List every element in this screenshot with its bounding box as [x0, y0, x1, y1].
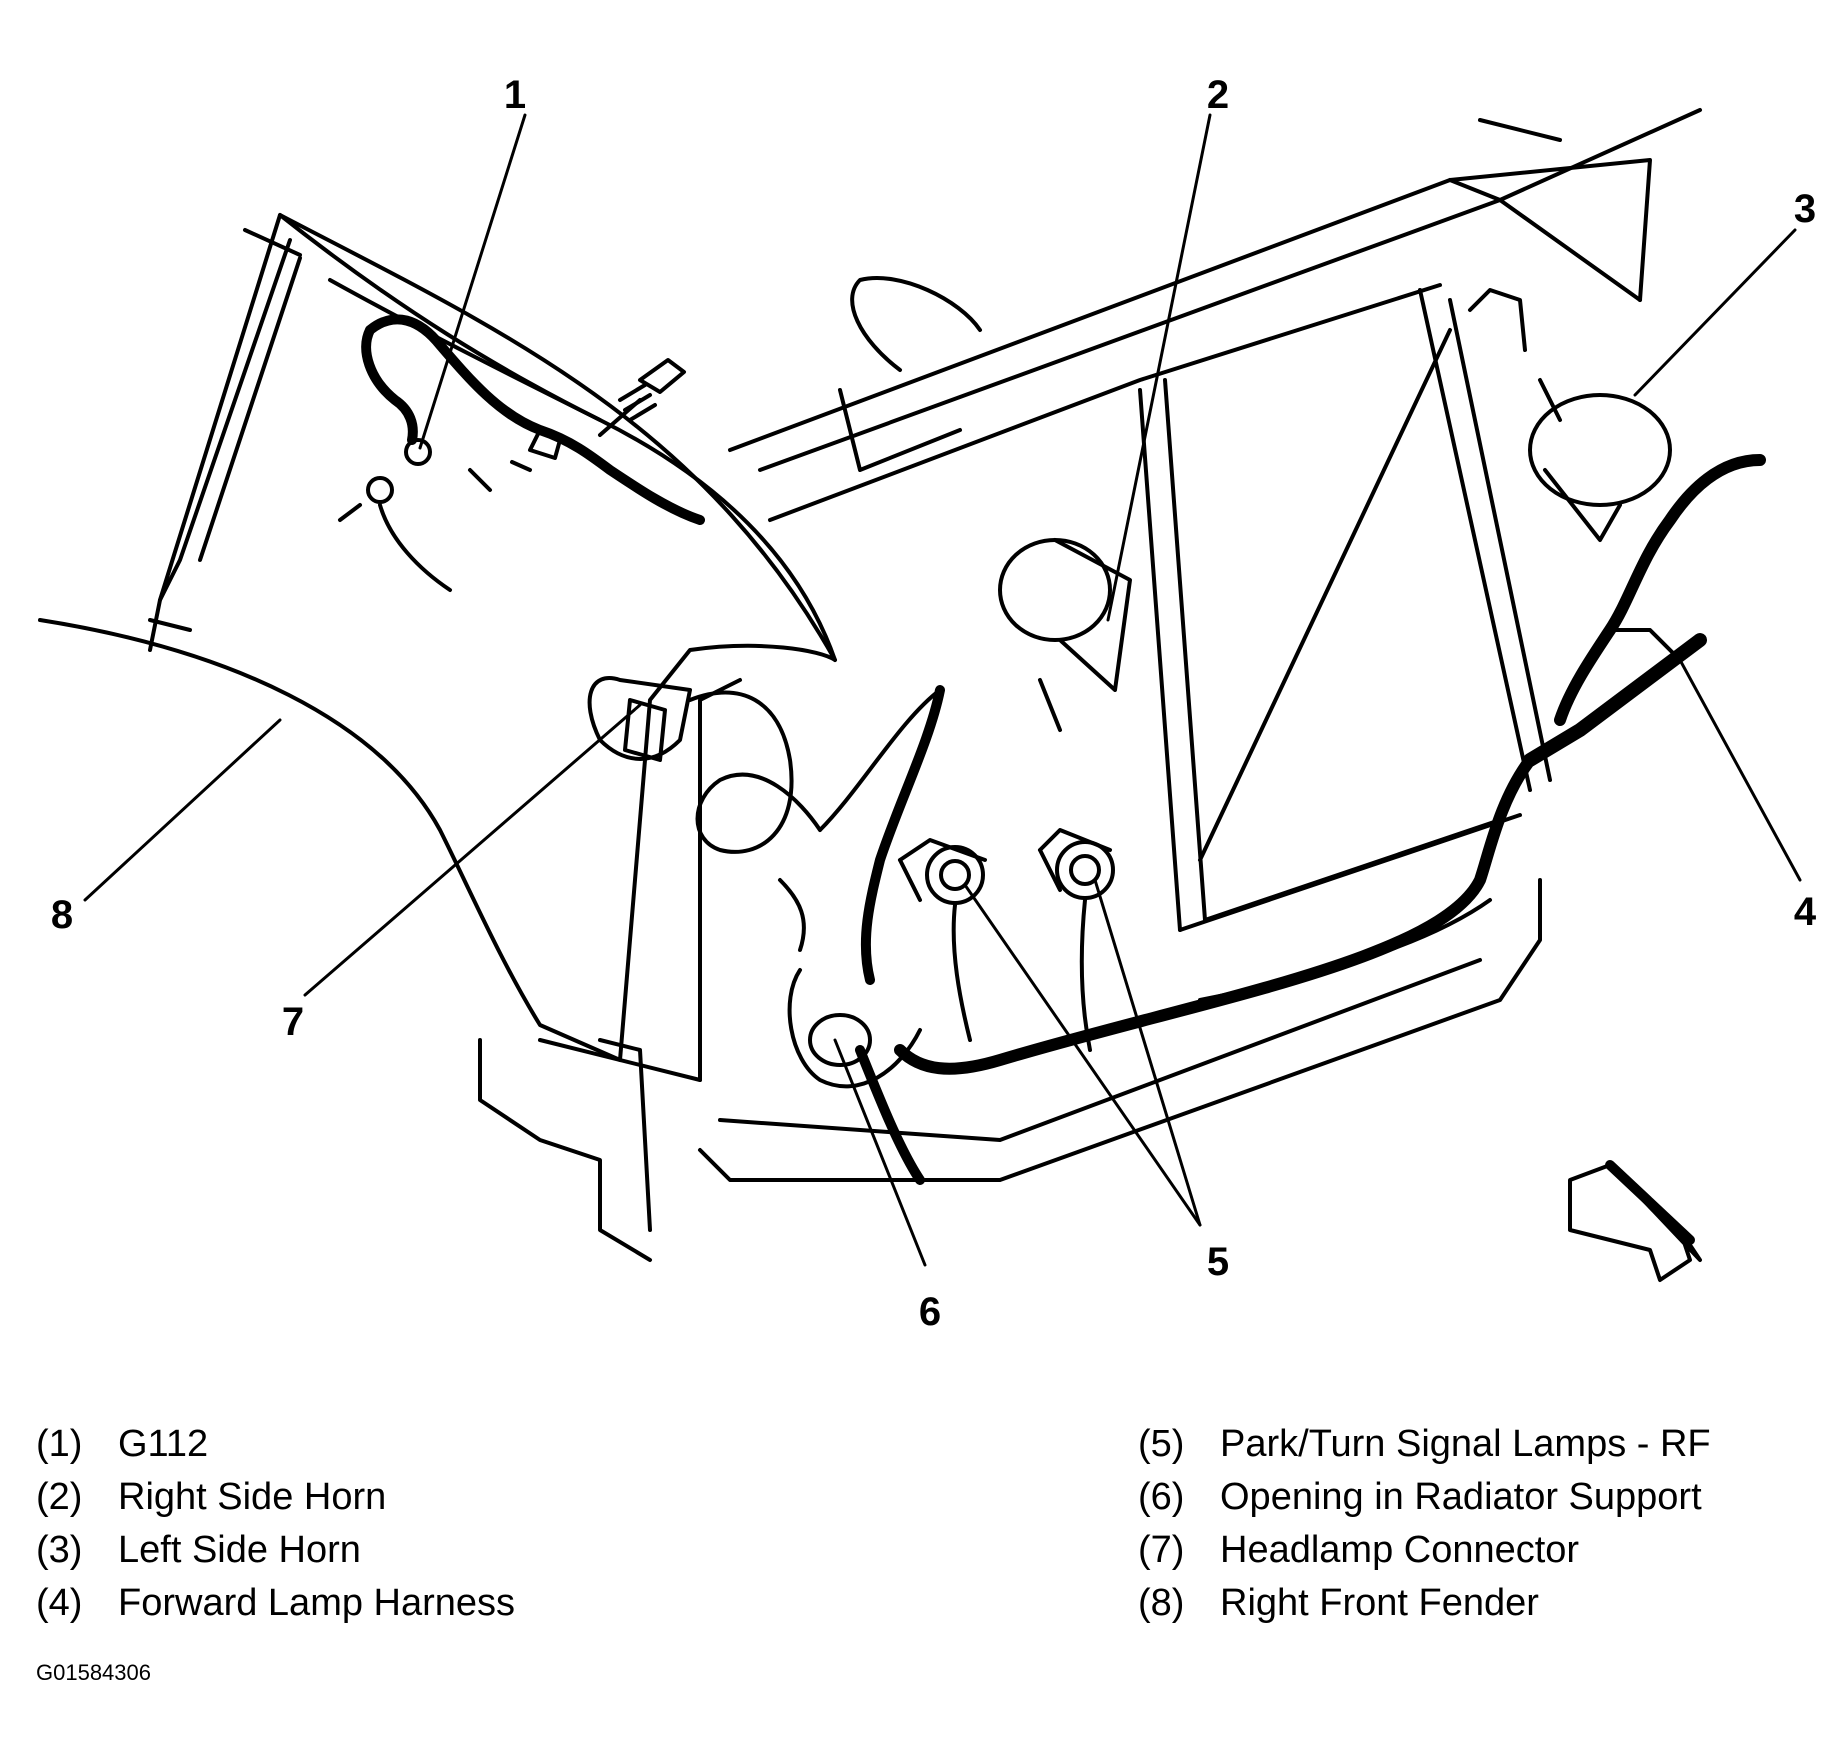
leader-5b: [1093, 878, 1202, 1227]
leader-6: [833, 1038, 927, 1267]
legend-item-number: (3): [36, 1529, 83, 1571]
legend-item-label: Right Side Horn: [118, 1476, 387, 1518]
legend-item-number: (5): [1138, 1423, 1185, 1465]
right-front-fender: [38, 213, 837, 1062]
legend-right-column: (5) Park/Turn Signal Lamps - RF (6) Open…: [1138, 1418, 1711, 1630]
legend-left-column: (1) G112 (2) Right Side Horn (3) Left Si…: [36, 1418, 515, 1630]
legend-item: (6) Opening in Radiator Support: [1138, 1471, 1711, 1524]
legend-item: (4) Forward Lamp Harness: [36, 1577, 515, 1630]
legend-item: (1) G112: [36, 1418, 515, 1471]
callout-1: 1: [504, 73, 526, 117]
legend-item: (5) Park/Turn Signal Lamps - RF: [1138, 1418, 1711, 1471]
legend-item: (2) Right Side Horn: [36, 1471, 515, 1524]
legend-item-label: Headlamp Connector: [1220, 1529, 1580, 1571]
legend-item-label: Right Front Fender: [1220, 1582, 1539, 1624]
forward-lamp-harness: [894, 454, 1766, 1075]
legend-item-label: Left Side Horn: [118, 1529, 361, 1571]
leader-4: [1678, 658, 1802, 882]
legend-item: (3) Left Side Horn: [36, 1524, 515, 1577]
g112-ground-wire: [338, 314, 705, 592]
leader-1: [418, 113, 527, 450]
legend-item-number: (6): [1138, 1476, 1185, 1518]
leader-lines: [83, 113, 1802, 1267]
legend-item-label: Park/Turn Signal Lamps - RF: [1220, 1423, 1711, 1465]
leader-2: [1106, 113, 1212, 622]
lower-radiator-support: [478, 678, 1542, 1262]
leader-8: [83, 718, 282, 902]
legend-item: (8) Right Front Fender: [1138, 1577, 1711, 1630]
legend-item-number: (4): [36, 1582, 83, 1624]
headlamp-connector-harness: [587, 676, 945, 985]
leader-3: [1633, 228, 1797, 397]
legend-item-number: (1): [36, 1423, 83, 1465]
legend-item-number: (2): [36, 1476, 83, 1518]
callout-8: 8: [51, 893, 73, 937]
leader-5a: [963, 883, 1202, 1227]
right-side-horn: [998, 538, 1132, 732]
legend-item-label: G112: [118, 1423, 209, 1465]
callout-5: 5: [1207, 1240, 1229, 1284]
legend-item-number: (8): [1138, 1582, 1185, 1624]
callout-3: 3: [1794, 187, 1816, 231]
legend-item: (7) Headlamp Connector: [1138, 1524, 1711, 1577]
legend-item-label: Forward Lamp Harness: [118, 1582, 516, 1624]
radiator-core: [1138, 288, 1552, 932]
radiator-support-opening: [787, 968, 925, 1185]
callout-2: 2: [1207, 73, 1229, 117]
callout-4: 4: [1794, 890, 1817, 934]
callout-6: 6: [919, 1290, 941, 1334]
legend-item-number: (7): [1138, 1529, 1185, 1571]
legend-item-label: Opening in Radiator Support: [1220, 1476, 1702, 1518]
front-of-vehicle-arrow: [1568, 1160, 1702, 1282]
park-turn-lamp-sockets: [898, 828, 1115, 1052]
leader-7: [303, 703, 642, 997]
callout-7: 7: [282, 1000, 304, 1044]
figure-id: G01584306: [36, 1660, 151, 1685]
radiator-support-upper: [728, 108, 1702, 522]
left-side-horn: [1528, 378, 1672, 542]
ground-bolt: [598, 358, 686, 437]
